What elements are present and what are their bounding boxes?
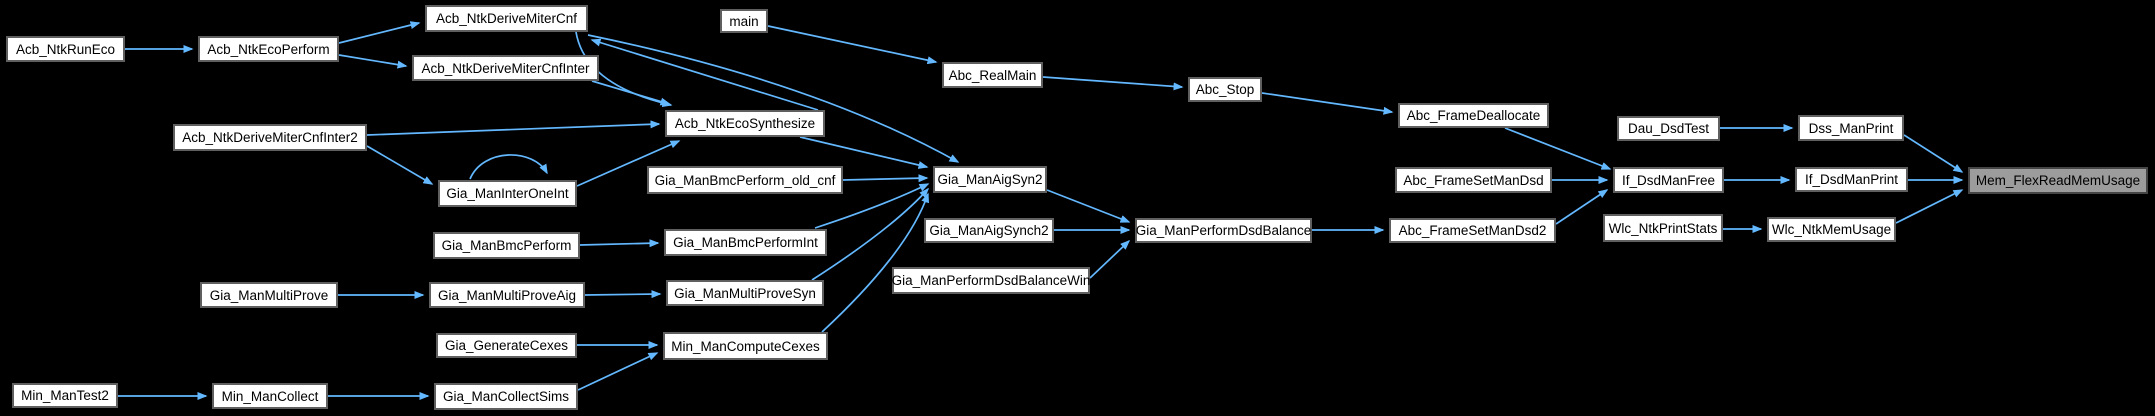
edge-main-realMain bbox=[767, 25, 938, 65]
edge-miterCnfInter2-ecoSynth bbox=[366, 120, 661, 136]
edge-ecoPerform-miterCnfInter bbox=[338, 54, 408, 69]
graph-node-ecoPerform[interactable]: Acb_NtkEcoPerform bbox=[198, 36, 339, 62]
graph-node-minManTest2[interactable]: Min_ManTest2 bbox=[12, 383, 118, 408]
graph-node-dsdBalanceWin[interactable]: Gia_ManPerformDsdBalanceWin bbox=[892, 267, 1090, 294]
graph-node-interOneInt[interactable]: Gia_ManInterOneInt bbox=[438, 180, 577, 207]
graph-node-realMain[interactable]: Abc_RealMain bbox=[942, 62, 1043, 88]
graph-node-bmcPerformInt[interactable]: Gia_ManBmcPerformInt bbox=[664, 229, 827, 256]
graph-node-setManDsd[interactable]: Abc_FrameSetManDsd bbox=[1395, 167, 1552, 193]
graph-node-main[interactable]: main bbox=[720, 9, 768, 33]
graph-node-wlcMemUsage[interactable]: Wlc_NtkMemUsage bbox=[1767, 217, 1896, 242]
edge-ecoSynth-miterCnf bbox=[590, 38, 819, 111]
edge-computeCexes-aigSyn2 bbox=[821, 192, 930, 333]
graph-node-multiProveAig[interactable]: Gia_ManMultiProveAig bbox=[429, 282, 585, 308]
edge-interOneInt-ecoSynth bbox=[576, 140, 681, 187]
edge-miterCnf-ecoSynth bbox=[575, 31, 673, 107]
graph-node-runEco[interactable]: Acb_NtkRunEco bbox=[6, 36, 125, 62]
graph-node-wlcPrintStats[interactable]: Wlc_NtkPrintStats bbox=[1603, 214, 1723, 242]
graph-node-frameDealloc[interactable]: Abc_FrameDeallocate bbox=[1398, 103, 1549, 128]
graph-node-setManDsd2[interactable]: Abc_FrameSetManDsd2 bbox=[1389, 218, 1556, 243]
graph-node-genCexes[interactable]: Gia_GenerateCexes bbox=[436, 333, 577, 358]
graph-node-dauDsdTest[interactable]: Dau_DsdTest bbox=[1617, 116, 1720, 141]
edge-bmcPerformInt-aigSyn2 bbox=[814, 183, 930, 229]
graph-node-miterCnfInter[interactable]: Acb_NtkDeriveMiterCnfInter bbox=[412, 55, 599, 81]
edge-ecoSynth-aigSyn2 bbox=[799, 136, 929, 169]
edge-bmcOldCnf-aigSyn2 bbox=[842, 174, 929, 183]
graph-node-memFlex: Mem_FlexReadMemUsage bbox=[1968, 167, 2148, 194]
edge-realMain-abcStop bbox=[1042, 76, 1184, 91]
edge-dsdBalanceWin-dsdBalance bbox=[1089, 239, 1131, 279]
edge-wlcMemUsage-memFlex bbox=[1895, 189, 1964, 224]
edge-aigSyn2-dsdBalance bbox=[1046, 189, 1131, 223]
graph-node-miterCnf[interactable]: Acb_NtkDeriveMiterCnf bbox=[425, 5, 588, 32]
graph-node-collectSims[interactable]: Gia_ManCollectSims bbox=[434, 383, 578, 410]
edge-miterCnfInter2-interOneInt bbox=[366, 145, 434, 185]
graph-node-ifDsdManFree[interactable]: If_DsdManFree bbox=[1613, 167, 1724, 193]
graph-node-computeCexes[interactable]: Min_ManComputeCexes bbox=[663, 332, 828, 360]
graph-node-dssManPrint[interactable]: Dss_ManPrint bbox=[1798, 115, 1904, 141]
edge-miterCnfInter-ecoSynth bbox=[591, 80, 671, 106]
edge-multiProveAig-multiProveSyn bbox=[584, 290, 662, 299]
edge-miterCnf-aigSyn2 bbox=[587, 34, 960, 163]
graph-node-bmcPerform[interactable]: Gia_ManBmcPerform bbox=[433, 232, 580, 259]
edge-bmcPerform-bmcPerformInt bbox=[579, 239, 660, 248]
edge-multiProveSyn-aigSyn2 bbox=[811, 187, 930, 281]
graph-node-aigSynch2[interactable]: Gia_ManAigSynch2 bbox=[924, 218, 1054, 243]
graph-node-dsdBalance[interactable]: Gia_ManPerformDsdBalance bbox=[1135, 218, 1312, 243]
graph-node-ifDsdManPrint[interactable]: If_DsdManPrint bbox=[1795, 167, 1908, 192]
graph-node-multiProveSyn[interactable]: Gia_ManMultiProveSyn bbox=[666, 280, 824, 306]
edge-interOneInt-interOneInt bbox=[469, 154, 548, 180]
graph-node-ecoSynth[interactable]: Acb_NtkEcoSynthesize bbox=[665, 110, 825, 137]
edge-ecoPerform-miterCnf bbox=[338, 21, 421, 44]
graph-node-bmcOldCnf[interactable]: Gia_ManBmcPerform_old_cnf bbox=[647, 166, 843, 194]
edge-dssManPrint-memFlex bbox=[1903, 134, 1964, 173]
graph-node-multiProve[interactable]: Gia_ManMultiProve bbox=[200, 282, 338, 308]
graph-node-miterCnfInter2[interactable]: Acb_NtkDeriveMiterCnfInter2 bbox=[173, 124, 367, 151]
edge-frameDealloc-ifDsdManFree bbox=[1504, 127, 1612, 170]
edge-collectSims-computeCexes bbox=[577, 352, 659, 391]
graph-node-minManCollect[interactable]: Min_ManCollect bbox=[212, 383, 328, 409]
edge-setManDsd2-ifDsdManFree bbox=[1555, 189, 1609, 225]
graph-node-aigSyn2[interactable]: Gia_ManAigSyn2 bbox=[933, 166, 1047, 193]
edge-abcStop-frameDealloc bbox=[1261, 92, 1394, 115]
graph-node-abcStop[interactable]: Abc_Stop bbox=[1188, 77, 1262, 102]
